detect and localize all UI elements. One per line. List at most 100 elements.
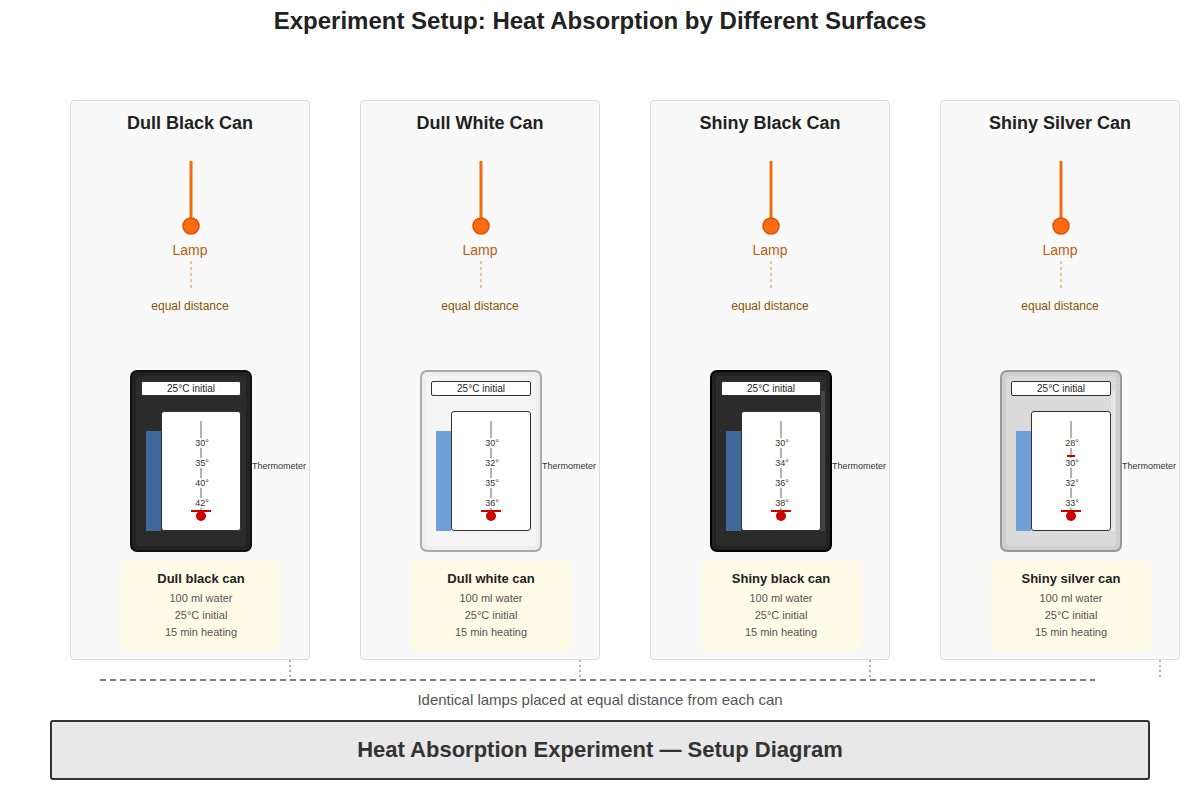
footer-text: Heat Absorption Experiment — Setup Diagr…: [357, 737, 843, 763]
scale-value: 35°: [194, 458, 210, 468]
panel-link-line: [869, 660, 871, 680]
card-line: 100 ml water: [460, 590, 523, 607]
panel-heading: Dull White Can: [361, 113, 599, 134]
can-inner: [1006, 376, 1116, 546]
lamp-cord: [770, 161, 773, 218]
lamp-label: Lamp: [1042, 242, 1077, 258]
card-line: 100 ml water: [750, 590, 813, 607]
card-heading: Dull white can: [447, 571, 534, 586]
thermometer-scale: 30°34°36°38°: [741, 411, 821, 531]
initial-temp-tag: 25°C initial: [431, 381, 531, 396]
water: [726, 431, 741, 531]
scale-value: 42°: [194, 498, 210, 508]
setup-note: Identical lamps placed at equal distance…: [417, 691, 782, 708]
distance-note: equal distance: [151, 299, 228, 313]
card-line: 25°C initial: [755, 607, 808, 624]
card-heading: Dull black can: [157, 571, 244, 586]
water: [1016, 431, 1031, 531]
info-card: Dull white can 100 ml water25°C initial15…: [411, 561, 571, 651]
scale-value: 38°: [774, 498, 790, 508]
initial-temp-tag: 25°C initial: [721, 381, 821, 396]
panel-heading: Shiny Black Can: [651, 113, 889, 134]
thermometer-label: Thermometer: [252, 461, 306, 471]
thermometer-illustration: [1031, 411, 1111, 531]
panel-heading: Shiny Silver Can: [941, 113, 1179, 134]
can-inner: [426, 376, 536, 546]
scale-value: 32°: [484, 458, 500, 468]
water: [146, 431, 161, 531]
can-body: [711, 371, 831, 551]
can-body: [421, 371, 541, 551]
tag-text: 25°C initial: [167, 383, 215, 395]
card-line: 25°C initial: [175, 607, 228, 624]
distance-note: equal distance: [441, 299, 518, 313]
tag-text: 25°C initial: [1037, 383, 1085, 395]
card-heading: Shiny silver can: [1022, 571, 1121, 586]
experiment-panel: Dull Black Can25°C initial30°35°40°42°Du…: [70, 100, 310, 660]
distance-note: equal distance: [731, 299, 808, 313]
lamp-bulb: [1053, 218, 1069, 234]
card-line: 100 ml water: [1040, 590, 1103, 607]
scale-value: 33°: [1064, 498, 1080, 508]
can-inner: [716, 376, 826, 546]
thermometer-label: Thermometer: [542, 461, 596, 471]
experiment-panel: Shiny Silver Can25°C initial28°30°32°33°…: [940, 100, 1180, 660]
info-card: Shiny black can 100 ml water25°C initial1…: [701, 561, 861, 651]
scale-value: 30°: [484, 438, 500, 448]
scale-value: 30°: [774, 438, 790, 448]
lamp-cord: [190, 161, 193, 218]
initial-temp-tag: 25°C initial: [141, 381, 241, 396]
scale-value: 32°: [1064, 478, 1080, 488]
scale-value: 35°: [484, 478, 500, 488]
thermometer-scale: 28°30°32°33°: [1031, 411, 1111, 531]
thermometer-illustration: [741, 411, 821, 531]
thermometer-bulb: [486, 511, 496, 521]
thermometer-illustration: [451, 411, 531, 531]
distance-note: equal distance: [1021, 299, 1098, 313]
can-shine: [821, 391, 825, 531]
thermometer-scale: 30° 32° 35° 36°: [451, 411, 531, 531]
scale-value: 40°: [194, 478, 210, 488]
lamp-cord: [1060, 161, 1063, 218]
thermometer-bulb: [1066, 511, 1076, 521]
card-heading: Shiny black can: [732, 571, 830, 586]
panel-link-line: [289, 660, 291, 680]
panel-link-line: [1159, 660, 1161, 680]
baseline-dashed: [100, 679, 1095, 681]
tag-text: 25°C initial: [457, 383, 505, 395]
footer-box: Heat Absorption Experiment — Setup Diagr…: [50, 720, 1150, 780]
panel-link-line: [579, 660, 581, 680]
diagram-title: Experiment Setup: Heat Absorption by Dif…: [0, 7, 1200, 35]
can-shine: [1111, 391, 1115, 531]
lamp-label: Lamp: [462, 242, 497, 258]
thermometer-label: Thermometer: [832, 461, 886, 471]
card-line: 100 ml water: [170, 590, 233, 607]
water: [436, 431, 451, 531]
can-body: [131, 371, 251, 551]
scale-value: 36°: [774, 478, 790, 488]
lamp-bulb: [763, 218, 779, 234]
tag-text: 25°C initial: [747, 383, 795, 395]
lamp-bulb: [183, 218, 199, 234]
card-line: 15 min heating: [165, 624, 237, 641]
experiment-panel: Dull White Can 25°C initial 30° 32° 35° 36° Du…: [360, 100, 600, 660]
experiment-panel: Shiny Black Can25°C initial30°34°36°38°S…: [650, 100, 890, 660]
distance-line: [480, 261, 482, 291]
distance-line: [190, 261, 192, 291]
card-line: 15 min heating: [745, 624, 817, 641]
lamp-label: Lamp: [172, 242, 207, 258]
scale-value: 28°: [1064, 438, 1080, 448]
scale-value: 30°: [194, 438, 210, 448]
scale-value: 36°: [484, 498, 500, 508]
card-line: 15 min heating: [1035, 624, 1107, 641]
thermometer-label: Thermometer: [1122, 461, 1176, 471]
info-card: Dull black can 100 ml water25°C initial15…: [121, 561, 281, 651]
card-line: 25°C initial: [465, 607, 518, 624]
temperature-marker: [1067, 455, 1075, 457]
initial-temp-tag: 25°C initial: [1011, 381, 1111, 396]
lamp-label: Lamp: [752, 242, 787, 258]
thermometer-illustration: [161, 411, 241, 531]
info-card: Shiny silver can100 ml water25°C initial…: [991, 561, 1151, 651]
lamp-cord: [480, 161, 483, 218]
card-line: 15 min heating: [455, 624, 527, 641]
